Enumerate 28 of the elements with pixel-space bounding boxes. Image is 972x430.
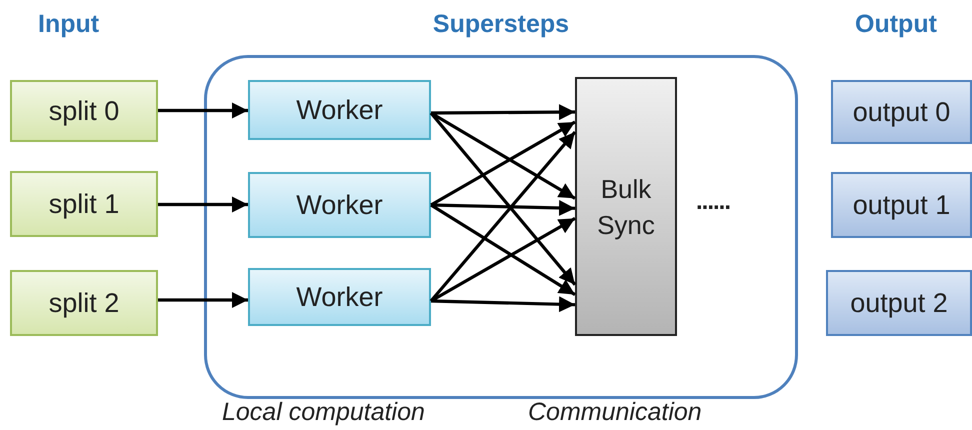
input-split-box: split 1 xyxy=(10,171,158,237)
column-heading: Output xyxy=(855,9,937,40)
arrow xyxy=(430,130,576,302)
input-split-box: split 2 xyxy=(10,270,158,336)
column-heading: Input xyxy=(38,9,100,40)
worker-box: Worker xyxy=(248,80,431,140)
worker-box: Worker xyxy=(248,172,431,238)
output-box: output 1 xyxy=(831,172,972,238)
arrow xyxy=(430,296,576,312)
arrow xyxy=(430,204,576,296)
bulk-sync-bar: Bulk Sync xyxy=(575,77,677,336)
arrow xyxy=(430,112,576,286)
arrow xyxy=(430,104,576,120)
arrow xyxy=(430,120,576,206)
phase-caption: Local computation xyxy=(222,397,425,428)
ellipsis: ...... xyxy=(696,187,730,217)
arrow xyxy=(430,112,576,200)
arrow xyxy=(430,200,576,216)
arrow xyxy=(158,196,248,212)
arrow xyxy=(430,216,576,302)
group-heading: Supersteps xyxy=(432,9,570,40)
phase-caption: Communication xyxy=(528,397,702,428)
arrow xyxy=(158,292,248,308)
output-box: output 0 xyxy=(831,80,972,144)
arrow xyxy=(158,102,248,118)
output-box: output 2 xyxy=(826,270,972,336)
input-split-box: split 0 xyxy=(10,80,158,142)
worker-box: Worker xyxy=(248,268,431,326)
